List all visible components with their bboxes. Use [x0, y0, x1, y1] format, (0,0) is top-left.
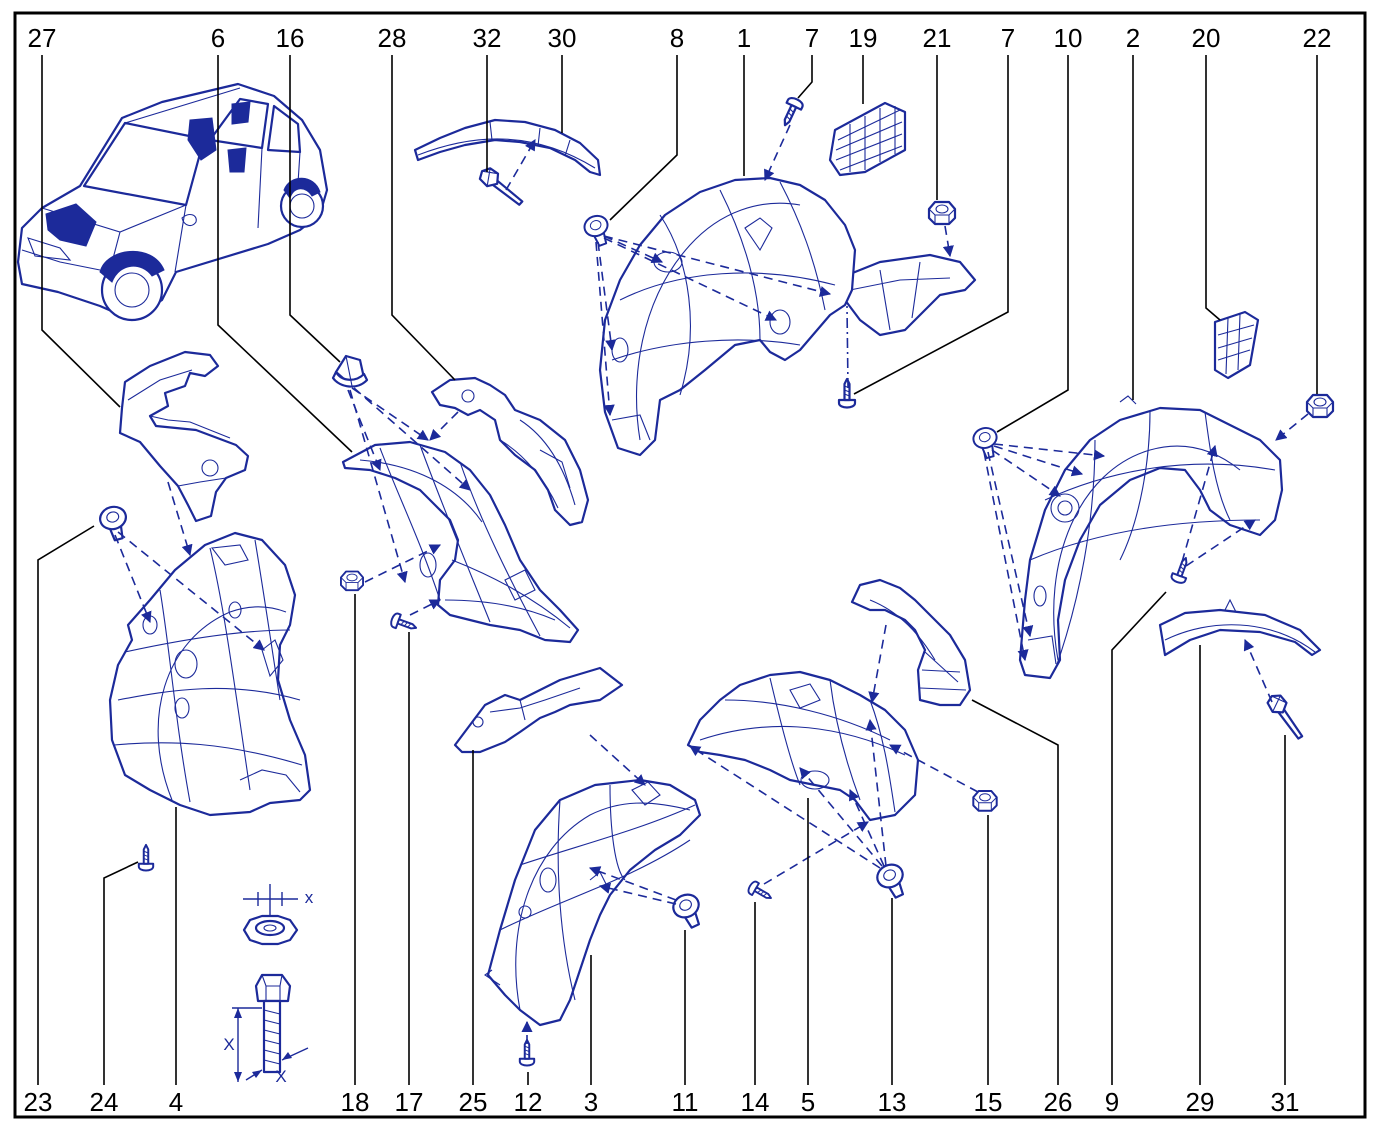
leader-28: [391, 55, 456, 381]
callout-7: 7: [805, 23, 819, 53]
part-16-clip: [331, 354, 369, 388]
callout-8: 8: [670, 23, 684, 53]
part-19-vent-grille: [828, 101, 907, 177]
callout-27: 27: [28, 23, 57, 53]
part-4-wheel-arch-liner: [108, 531, 312, 817]
leader-20: [1205, 55, 1221, 321]
leader-24: [103, 861, 139, 1085]
callout-14: 14: [741, 1087, 770, 1117]
callout-4: 4: [169, 1087, 183, 1117]
callout-31: 31: [1271, 1087, 1300, 1117]
callout-13: 13: [878, 1087, 907, 1117]
leader-lines: [37, 55, 1318, 1085]
part-5-wheel-arch-liner: [686, 670, 920, 822]
part-28-foam-insert: [430, 376, 590, 527]
part-22-nut: [1305, 393, 1335, 419]
leader-26: [971, 699, 1059, 1085]
part-27-shield: [118, 350, 250, 523]
part-23-clip: [96, 502, 133, 544]
callout-28: 28: [378, 23, 407, 53]
diagram-frame: [13, 11, 1367, 1119]
callout-9: 9: [1105, 1087, 1119, 1117]
callouts-bottom: 23 24 4 18 17 25 12 3 11 14 5 13 15 26 9…: [24, 1087, 1300, 1117]
nut-detail: x: [242, 884, 314, 946]
callout-23: 23: [24, 1087, 53, 1117]
part-7-screw-lower: [837, 377, 857, 409]
part-24-screw: [137, 843, 155, 872]
callout-10: 10: [1054, 23, 1083, 53]
part-14-screw: [745, 879, 776, 905]
leader-27: [41, 55, 121, 408]
part-21-nut: [927, 200, 957, 226]
leader-16: [289, 55, 341, 363]
leader-10: [996, 55, 1069, 433]
callout-1: 1: [737, 23, 751, 53]
part-31-clip: [1259, 690, 1316, 741]
nut-width-label: x: [305, 888, 314, 907]
part-7-screw: [776, 94, 806, 130]
callout-6: 6: [211, 23, 225, 53]
assembly-arrows: [114, 124, 1309, 1044]
callout-32: 32: [473, 23, 502, 53]
part-11-clip: [668, 889, 709, 933]
part-10-clip: [970, 424, 1003, 462]
callout-16: 16: [276, 23, 305, 53]
callout-11: 11: [672, 1087, 699, 1117]
callout-17: 17: [395, 1087, 424, 1117]
callout-22: 22: [1303, 23, 1332, 53]
callout-26: 26: [1044, 1087, 1073, 1117]
callout-24: 24: [90, 1087, 119, 1117]
callout-29: 29: [1186, 1087, 1215, 1117]
part-29-trim-strip: [1158, 598, 1322, 657]
part-18-nut: [340, 570, 364, 592]
bolt-length-label: X: [223, 1035, 234, 1054]
callout-20: 20: [1192, 23, 1221, 53]
leader-23: [37, 525, 95, 1085]
part-25-shield: [453, 666, 624, 754]
callout-18: 18: [341, 1087, 370, 1117]
part-9-screw: [1169, 554, 1194, 586]
part-17-screw: [388, 611, 420, 636]
part-2-wheel-arch-liner: [1018, 395, 1284, 680]
callout-25: 25: [459, 1087, 488, 1117]
callout-2: 2: [1126, 23, 1140, 53]
part-15-nut: [972, 790, 998, 812]
callout-19: 19: [849, 23, 878, 53]
part-30-trim-strip: [413, 118, 602, 177]
bolt-diameter-label: X: [275, 1067, 286, 1086]
callout-30: 30: [548, 23, 577, 53]
callout-21: 21: [923, 23, 952, 53]
part-20-vent-grille: [1213, 310, 1260, 380]
leader-7-lower: [853, 55, 1009, 395]
callouts-top: 27 6 16 28 32 30 8 1 7 19 21 7 10 2 20 2…: [28, 23, 1332, 53]
part-1-wheel-arch-liner: [598, 176, 977, 457]
leader-6: [217, 55, 353, 453]
vehicle-overview: [16, 82, 329, 322]
part-32-clip: [474, 165, 530, 207]
callout-3: 3: [584, 1087, 598, 1117]
callout-12: 12: [514, 1087, 543, 1117]
leader-9: [1111, 591, 1167, 1085]
bolt-detail: X X: [223, 973, 309, 1086]
leader-8: [609, 55, 678, 221]
fastener-dimension-detail: x X X: [223, 884, 314, 1086]
callout-5: 5: [801, 1087, 815, 1117]
part-3-wheel-arch-liner: [484, 778, 702, 1027]
callout-7-lower: 7: [1001, 23, 1015, 53]
leader-7: [797, 55, 813, 99]
callout-15: 15: [974, 1087, 1003, 1117]
part-26-foam-insert: [850, 578, 972, 707]
